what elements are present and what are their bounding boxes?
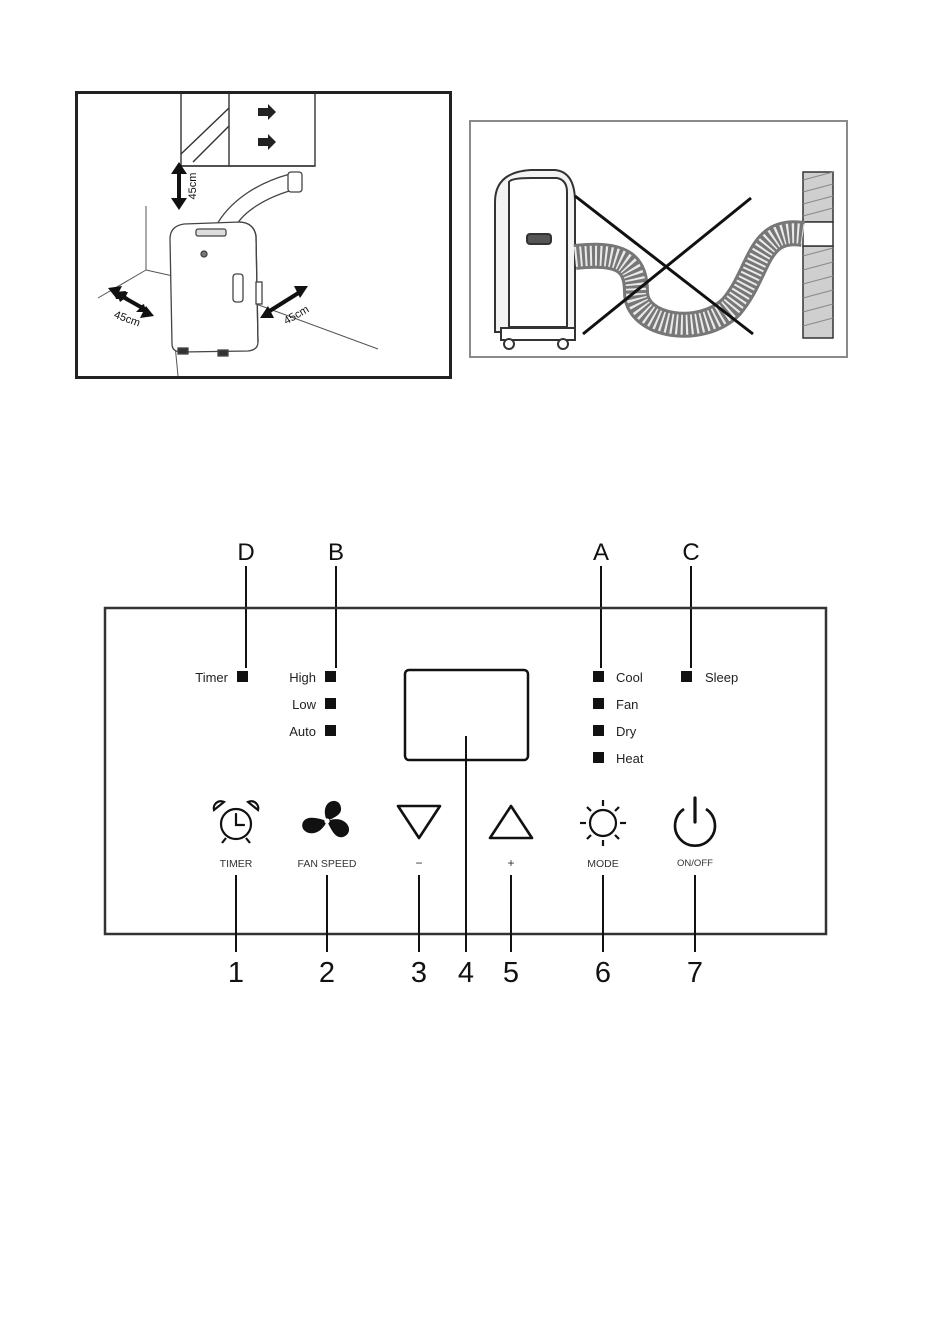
callout-number-6: 6	[595, 957, 611, 989]
sleep-indicator-label: Sleep	[705, 670, 738, 685]
timer-indicator-label: Timer	[195, 670, 228, 685]
power-icon[interactable]	[675, 798, 715, 846]
on-off-button-label: ON/OFF	[677, 858, 713, 869]
triangle-down-icon[interactable]	[398, 806, 440, 838]
number-leader-lines	[236, 736, 695, 952]
triangle-up-icon[interactable]	[490, 806, 532, 838]
callout-letter-c: C	[682, 539, 699, 566]
callout-letter-a: A	[593, 539, 609, 566]
timer-button-label: TIMER	[220, 858, 253, 870]
mode-indicator-cool-led	[593, 671, 604, 682]
fan-indicator-low-label: Low	[292, 697, 316, 712]
fan-icon[interactable]	[302, 801, 349, 837]
callout-number-3: 3	[411, 957, 427, 989]
mode-indicator-heat-label: Heat	[616, 751, 644, 766]
letter-leader-lines	[246, 566, 691, 668]
fan-indicator-high-label: High	[289, 670, 316, 685]
sun-mode-icon[interactable]	[580, 800, 626, 846]
mode-indicator-fan-led	[593, 698, 604, 709]
mode-indicator-fan-label: Fan	[616, 697, 638, 712]
mode-indicator-heat-led	[593, 752, 604, 763]
callout-letter-d: D	[237, 539, 254, 566]
fan-speed-button-label: FAN SPEED	[298, 858, 357, 870]
callout-letter-b: B	[328, 539, 344, 566]
mode-indicator-cool-label: Cool	[616, 670, 643, 685]
callout-number-4: 4	[458, 957, 474, 989]
fan-indicator-low-led	[325, 698, 336, 709]
callout-number-1: 1	[228, 957, 244, 989]
mode-indicator-dry-label: Dry	[616, 724, 637, 739]
timer-indicator-led	[237, 671, 248, 682]
alarm-clock-icon[interactable]	[214, 801, 258, 843]
callout-number-5: 5	[503, 957, 519, 989]
minus-button-label: −	[415, 856, 422, 870]
callout-number-7: 7	[687, 957, 703, 989]
fan-indicator-auto-label: Auto	[289, 724, 316, 739]
callout-number-2: 2	[319, 957, 335, 989]
sleep-indicator-led	[681, 671, 692, 682]
mode-button-label: MODE	[587, 858, 619, 870]
mode-indicator-dry-led	[593, 725, 604, 736]
plus-button-label: +	[507, 856, 514, 870]
fan-indicator-auto-led	[325, 725, 336, 736]
fan-indicator-high-led	[325, 671, 336, 682]
